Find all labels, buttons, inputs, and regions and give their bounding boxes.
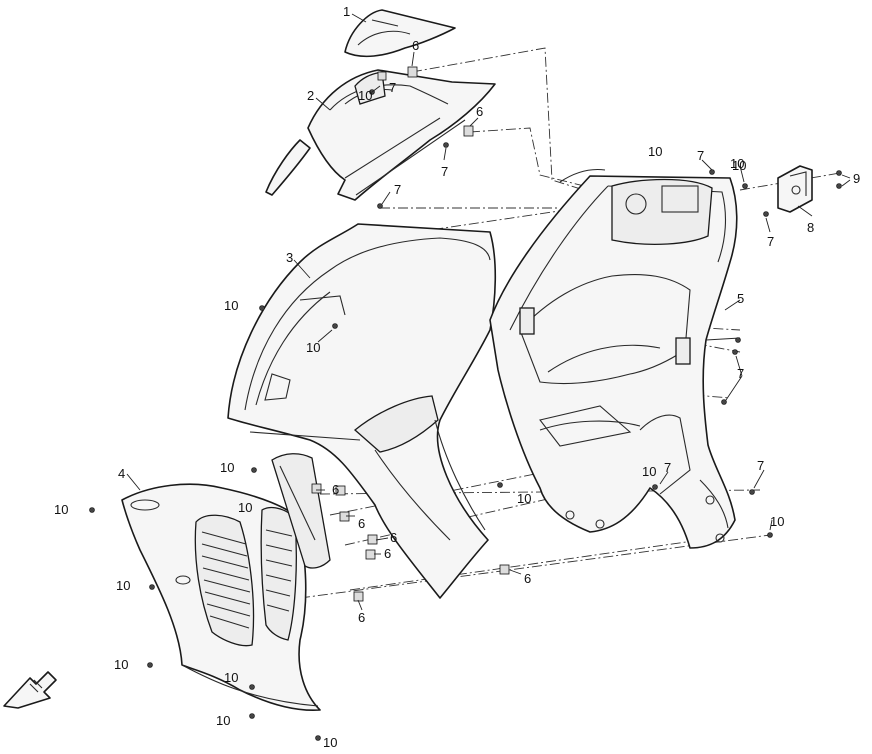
front-direction-arrow-icon: [3, 671, 57, 709]
label-part-10: 10: [114, 657, 128, 672]
label-part-7: 7: [441, 164, 448, 179]
label-part-10: 10: [216, 713, 230, 728]
label-part-3: 3: [286, 250, 293, 265]
label-part-1: 1: [343, 4, 350, 19]
label-part-7: 7: [737, 366, 744, 381]
label-part-10: 10: [224, 298, 238, 313]
fasteners: [89, 66, 842, 741]
label-part-6: 6: [358, 610, 365, 625]
label-part-10: 10: [323, 735, 337, 750]
label-part-6: 6: [412, 38, 419, 53]
label-part-10: 10: [306, 340, 320, 355]
label-part-10: 10: [116, 578, 130, 593]
part-2-upper-cowl: [265, 69, 496, 201]
label-part-10: 10: [730, 156, 744, 171]
label-part-8: 8: [807, 220, 814, 235]
part-1-top-cover: [344, 9, 456, 58]
label-part-6: 6: [524, 571, 531, 586]
label-part-6: 6: [384, 546, 391, 561]
label-part-10: 10: [220, 460, 234, 475]
label-part-10: 10: [517, 491, 531, 506]
label-part-10: 10: [224, 670, 238, 685]
label-part-2: 2: [307, 88, 314, 103]
label-part-7: 7: [757, 458, 764, 473]
label-part-6: 6: [332, 482, 339, 497]
label-part-10: 10: [238, 500, 252, 515]
part-8-bracket: [777, 165, 813, 213]
part-4-lower-front-panel: [121, 453, 331, 711]
label-part-9: 9: [853, 171, 860, 186]
label-part-10: 10: [648, 144, 662, 159]
label-part-10: 10: [54, 502, 68, 517]
leader-lines: [126, 13, 851, 611]
label-part-7: 7: [389, 80, 396, 95]
label-part-7: 7: [767, 234, 774, 249]
part-3-front-shield: [227, 223, 497, 599]
part-number-labels: 1 2 3 4 5 6 6 6 6 6 6 6 6 7 7 7 7 7 7 7 …: [54, 4, 860, 750]
label-part-6: 6: [358, 516, 365, 531]
label-part-10: 10: [642, 464, 656, 479]
label-part-5: 5: [737, 291, 744, 306]
label-part-4: 4: [118, 466, 125, 481]
label-part-10: 10: [358, 88, 372, 103]
label-part-7: 7: [664, 460, 671, 475]
label-part-7: 7: [394, 182, 401, 197]
label-part-7: 7: [697, 148, 704, 163]
label-part-10: 10: [770, 514, 784, 529]
label-part-10: 10: [732, 158, 746, 173]
label-part-6: 6: [390, 530, 397, 545]
grille-slats: [201, 531, 251, 629]
part-5-inner-leg-shield: [489, 168, 741, 549]
label-part-6: 6: [476, 104, 483, 119]
